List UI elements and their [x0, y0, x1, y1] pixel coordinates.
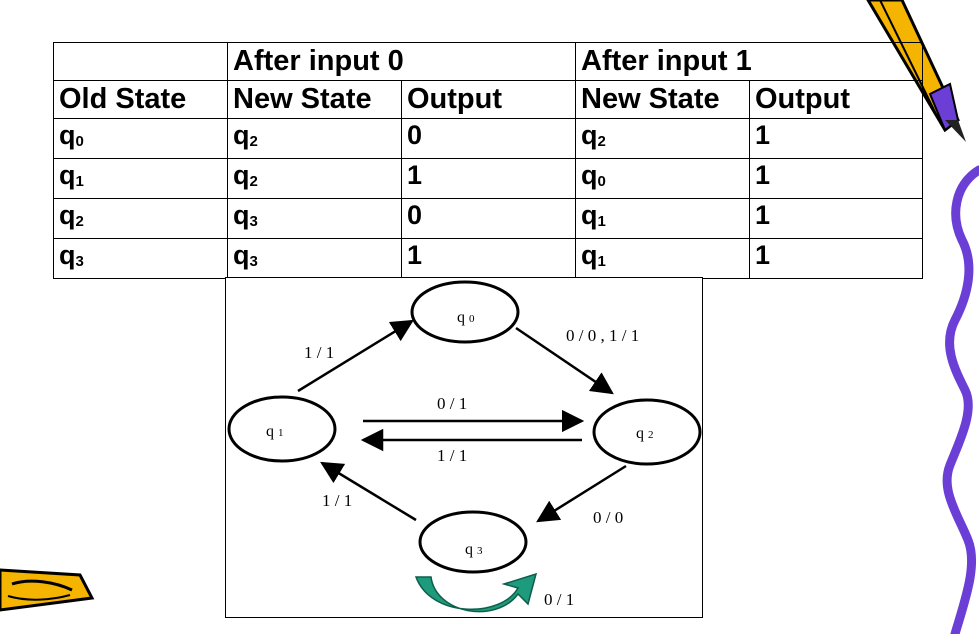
new-state-0-cell: q3	[227, 238, 402, 279]
new-state-0-cell: q3	[227, 198, 402, 239]
new-state-1-cell: q1	[575, 198, 750, 239]
edge-label-q2-q3: 0 / 0	[593, 508, 623, 527]
pencil-icon-bottom-left	[0, 568, 95, 612]
table-row: q1 q2 1 q0 1	[53, 158, 923, 199]
edge-label-q2-q1: 1 / 1	[437, 446, 467, 465]
edge-label-q3-self: 0 / 1	[544, 590, 574, 609]
column-header-output-0: Output	[401, 80, 576, 119]
scribble-decoration	[942, 165, 979, 634]
table-row: q3 q3 1 q1 1	[53, 238, 923, 279]
edge-q3-q1	[320, 461, 417, 522]
edge-label-q0-q2: 0 / 0 , 1 / 1	[566, 326, 639, 345]
table-row: q2 q3 0 q1 1	[53, 198, 923, 239]
output-1-cell: 1	[749, 158, 923, 199]
edge-label-q1-q0: 1 / 1	[304, 343, 334, 362]
edge-q1-q0	[297, 319, 414, 393]
column-header-output-1: Output	[749, 80, 923, 119]
edge-q0-q2	[515, 326, 614, 395]
old-state-cell: q1	[53, 158, 228, 199]
new-state-1-cell: q1	[575, 238, 750, 279]
column-header-new-state-1: New State	[575, 80, 750, 119]
output-0-cell: 0	[401, 198, 576, 239]
old-state-cell: q0	[53, 118, 228, 159]
new-state-0-cell: q2	[227, 118, 402, 159]
column-header-old-state: Old State	[53, 80, 228, 119]
table-row: q0 q2 0 q2 1	[53, 118, 923, 159]
output-1-cell: 1	[749, 118, 923, 159]
header-after-input-0: After input 0	[227, 42, 576, 81]
output-0-cell: 1	[401, 158, 576, 199]
new-state-0-cell: q2	[227, 158, 402, 199]
header-after-input-1: After input 1	[575, 42, 923, 81]
edge-label-q1-q2: 0 / 1	[437, 394, 467, 413]
state-transition-table: After input 0 After input 1 Old State Ne…	[53, 42, 923, 279]
output-1-cell: 1	[749, 238, 923, 279]
new-state-1-cell: q0	[575, 158, 750, 199]
old-state-cell: q3	[53, 238, 228, 279]
output-1-cell: 1	[749, 198, 923, 239]
edge-q3-self-loop	[414, 572, 538, 613]
output-0-cell: 1	[401, 238, 576, 279]
header-empty-cell	[53, 42, 228, 81]
old-state-cell: q2	[53, 198, 228, 239]
column-header-new-state-0: New State	[227, 80, 402, 119]
output-0-cell: 0	[401, 118, 576, 159]
new-state-1-cell: q2	[575, 118, 750, 159]
edge-label-q3-q1: 1 / 1	[322, 491, 352, 510]
edge-q2-q3	[536, 464, 627, 523]
